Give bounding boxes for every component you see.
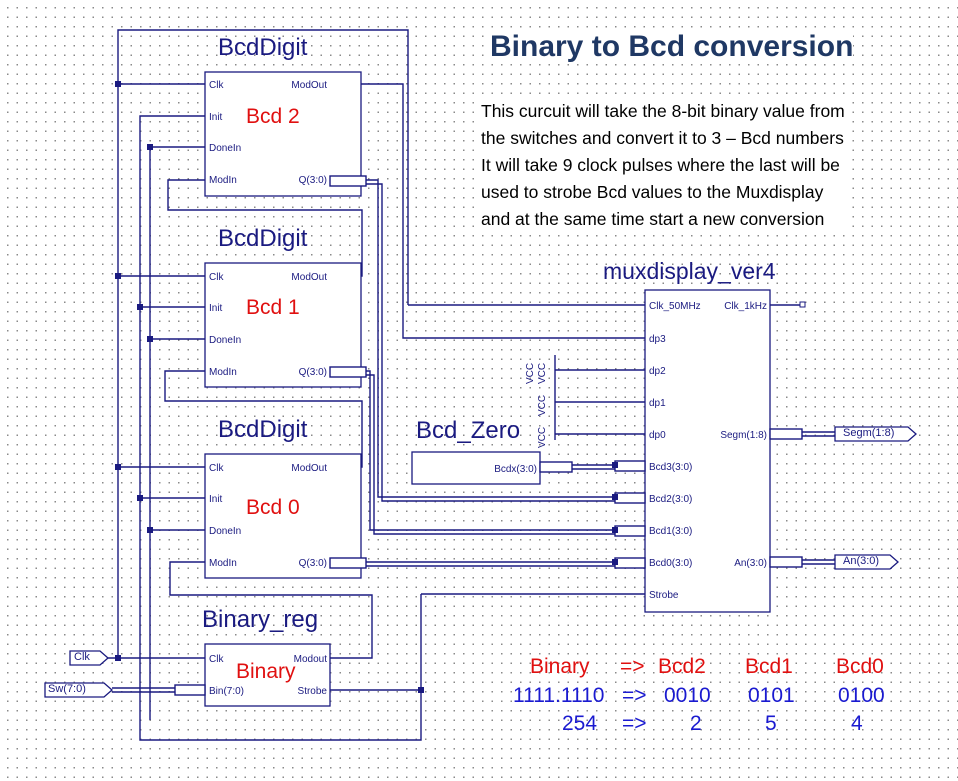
svg-text:Bcd0(3:0): Bcd0(3:0) [649,558,692,569]
svg-text:VCC: VCC [537,395,548,416]
example-row1-bcd1: 0101 [748,684,795,707]
binary-reg-title: Binary_reg [202,606,319,633]
svg-text:dp3: dp3 [649,334,666,345]
svg-text:Bcd3(3:0): Bcd3(3:0) [649,462,692,473]
svg-text:ModOut: ModOut [291,272,327,283]
svg-text:Strobe: Strobe [298,686,328,697]
bcd2-instance-label: Bcd 2 [246,105,300,128]
svg-text:Clk_1kHz: Clk_1kHz [724,301,767,312]
svg-text:VCC: VCC [537,427,548,448]
svg-text:ModIn: ModIn [209,367,237,378]
svg-text:Q(3:0): Q(3:0) [299,367,327,378]
svg-text:VCC: VCC [537,363,548,384]
svg-text:Bcd1(3:0): Bcd1(3:0) [649,526,692,537]
an-port [834,554,899,570]
segm-port [834,426,917,442]
svg-text:Bcdx(3:0): Bcdx(3:0) [494,464,537,475]
svg-text:Init: Init [209,303,223,314]
modout-bcd2-dp3-wire [330,83,620,339]
an-port-label: An(3:0) [843,555,880,567]
page-title: Binary to Bcd conversion [490,30,854,64]
bcd2-pin-labels: Clk Init DoneIn ModIn ModOut Q(3:0) [209,80,327,186]
segm-port-label: Segm(1:8) [843,427,895,439]
binary-instance-label: Binary [236,660,296,683]
example-header-bcd0: Bcd0 [836,655,884,678]
binary-reg-pin-labels: Clk Bin(7:0) Modout Strobe [209,654,327,697]
example-row2-bcd0: 4 [851,712,863,735]
description-line: This curcuit will take the 8-bit binary … [481,101,845,121]
description-line: It will take 9 clock pulses where the la… [481,155,840,175]
binary-reg-block [204,643,331,707]
svg-text:Clk_50MHz: Clk_50MHz [649,301,701,312]
svg-text:Strobe: Strobe [649,590,679,601]
svg-text:ModOut: ModOut [291,80,327,91]
example-header-bcd1: Bcd1 [745,655,793,678]
example-header-arrow: => [620,655,645,678]
svg-text:Bin(7:0): Bin(7:0) [209,686,244,697]
description-line: the switches and convert it to 3 – Bcd n… [481,128,844,148]
bcd-zero-block [411,451,541,485]
mux-pin-labels: Clk_50MHz Clk_1kHz dp3 dp2 dp1 dp0 Segm(… [649,301,767,601]
bcd0-instance-label: Bcd 0 [246,496,300,519]
svg-text:ModIn: ModIn [209,558,237,569]
svg-text:Clk: Clk [209,654,224,665]
description-text: This curcuit will take the 8-bit binary … [481,98,845,233]
svg-text:Modout: Modout [294,654,328,665]
muxdisplay-title: muxdisplay_ver4 [603,258,776,284]
svg-text:ModOut: ModOut [291,463,327,474]
example-row2-arrow: => [622,712,647,735]
example-row1-arrow: => [622,684,647,707]
bcd1-pin-labels: Clk Init DoneIn ModIn ModOut Q(3:0) [209,272,327,378]
bcd-zero-pin-labels: Bcdx(3:0) VCC VCC VCC VCC [494,363,548,475]
svg-text:Clk: Clk [209,463,224,474]
svg-text:DoneIn: DoneIn [209,335,241,346]
svg-text:ModIn: ModIn [209,175,237,186]
bcd0-pin-labels: Clk Init DoneIn ModIn ModOut Q(3:0) [209,463,327,569]
svg-text:dp1: dp1 [649,398,666,409]
svg-text:Q(3:0): Q(3:0) [299,175,327,186]
example-row1-bcd0: 0100 [838,684,885,707]
example-row2-bcd1: 5 [765,712,777,735]
example-row1-bcd2: 0010 [664,684,711,707]
svg-text:Init: Init [209,494,223,505]
svg-text:Q(3:0): Q(3:0) [299,558,327,569]
bcddigit-1-title: BcdDigit [218,225,308,252]
example-header-binary: Binary [530,655,590,678]
svg-text:Segm(1:8): Segm(1:8) [720,430,767,441]
svg-text:Init: Init [209,112,223,123]
description-line: and at the same time start a new convers… [481,209,825,229]
example-row2-binary: 254 [562,712,598,735]
svg-text:dp2: dp2 [649,366,666,377]
example-row1-binary: 1111.1110 [513,684,605,707]
bcddigit-2-title: BcdDigit [218,34,308,61]
description-line: used to strobe Bcd values to the Muxdisp… [481,182,824,202]
sw-port-label: Sw(7:0) [48,683,86,695]
example-row2-bcd2: 2 [690,712,702,735]
bcd-zero-title: Bcd_Zero [416,417,521,444]
svg-text:DoneIn: DoneIn [209,143,241,154]
svg-text:Clk: Clk [209,80,224,91]
bcd1-instance-label: Bcd 1 [246,296,300,319]
svg-text:Clk: Clk [209,272,224,283]
svg-text:An(3:0): An(3:0) [734,558,767,569]
sw-port [44,682,113,698]
muxdisplay-block [644,289,771,613]
svg-text:dp0: dp0 [649,430,666,441]
clk-port [69,650,109,666]
clk-port-label: Clk [74,651,90,663]
bcddigit-0-title: BcdDigit [218,416,308,443]
example-header-bcd2: Bcd2 [658,655,706,678]
svg-text:Bcd2(3:0): Bcd2(3:0) [649,494,692,505]
svg-text:DoneIn: DoneIn [209,526,241,537]
clk-trunk-wire [117,29,409,658]
svg-text:VCC: VCC [525,363,536,384]
